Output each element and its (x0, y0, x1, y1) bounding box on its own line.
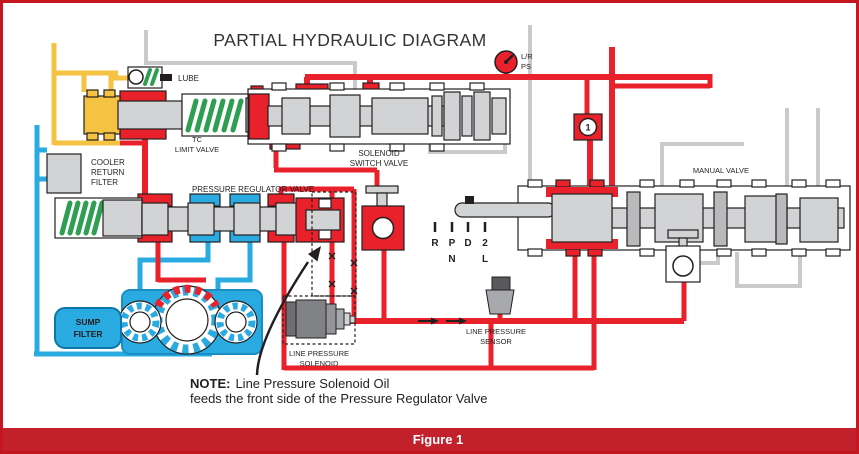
gear-position-d: D (464, 238, 471, 249)
solenoid-switch-valve-label-1: SOLENOID (358, 149, 400, 158)
gear-position-indicator: R P D 2 N L (431, 222, 488, 265)
tc-limit-valve-label-2: LIMIT VALVE (175, 145, 219, 154)
gear-position-l: L (482, 254, 488, 265)
manual-valve-label: MANUAL VALVE (693, 166, 749, 175)
line-pressure-sensor: LINE PRESSURE SENSOR (466, 276, 526, 346)
check-ball-valve-left (361, 185, 405, 251)
check-ball-valve-right (665, 229, 701, 283)
lr-ps-label-2: PS (521, 62, 531, 71)
note-line-1-text: Line Pressure Solenoid Oil (235, 376, 389, 391)
gear-position-2: 2 (482, 238, 488, 249)
note-arrowhead (308, 246, 321, 262)
solenoid-switch-valve-label-2: SWITCH VALVE (350, 159, 408, 168)
orifice-marks (328, 252, 467, 325)
note-annotation: NOTE: Line Pressure Solenoid Oil feeds th… (190, 246, 487, 406)
pressure-regulator-valve: PRESSURE REGULATOR VALVE (54, 185, 345, 243)
cooler-return-filter-label-2: RETURN (91, 168, 125, 177)
lr-pressure-switch: L/R PS (494, 50, 533, 74)
red-pipes (120, 47, 713, 371)
pressure-regulator-valve-label: PRESSURE REGULATOR VALVE (192, 185, 314, 194)
lube-valve: LUBE (127, 66, 199, 89)
solenoid-switch-valve: SOLENOID SWITCH VALVE (247, 82, 511, 168)
manual-valve: MANUAL VALVE (454, 166, 851, 257)
gray-pipes (144, 25, 820, 288)
sump-filter-label-2: FILTER (73, 329, 102, 339)
checkball-1: 1 (573, 113, 603, 141)
line-pressure-solenoid: LINE PRESSURE SOLENOID (282, 191, 357, 368)
gear-position-p: P (449, 238, 456, 249)
tc-valve-spring (185, 98, 244, 133)
note-prefix: NOTE: (190, 376, 230, 391)
line-pressure-sensor-label-2: SENSOR (480, 337, 512, 346)
lr-ps-label-1: L/R (521, 52, 533, 61)
sump-filter-label-1: SUMP (76, 317, 101, 327)
gear-position-n: N (448, 254, 455, 265)
line-pressure-solenoid-label-1: LINE PRESSURE (289, 349, 349, 358)
cooler-return-filter: COOLER RETURN FILTER (46, 153, 125, 194)
note-line-2: feeds the front side of the Pressure Reg… (190, 391, 487, 406)
tc-limit-valve-label-1: TC (192, 135, 203, 144)
sump-filter: SUMP FILTER (54, 307, 122, 349)
note-line-1: NOTE: Line Pressure Solenoid Oil (190, 376, 389, 391)
line-pressure-solenoid-label-2: SOLENOID (300, 359, 339, 368)
oil-pump (118, 284, 263, 355)
yellow-pipes (51, 43, 128, 146)
lube-label: LUBE (178, 74, 199, 83)
cooler-return-filter-label-1: COOLER (91, 158, 125, 167)
figure-caption: Figure 1 (413, 432, 464, 447)
figure-caption-bar: Figure 1 (3, 428, 856, 451)
cooler-return-filter-label-3: FILTER (91, 178, 118, 187)
line-pressure-sensor-label-1: LINE PRESSURE (466, 327, 526, 336)
gear-position-r: R (431, 238, 439, 249)
pr-valve-spring (59, 200, 105, 236)
checkball-1-number: 1 (585, 123, 590, 133)
page-title: PARTIAL HYDRAULIC DIAGRAM (213, 30, 486, 50)
